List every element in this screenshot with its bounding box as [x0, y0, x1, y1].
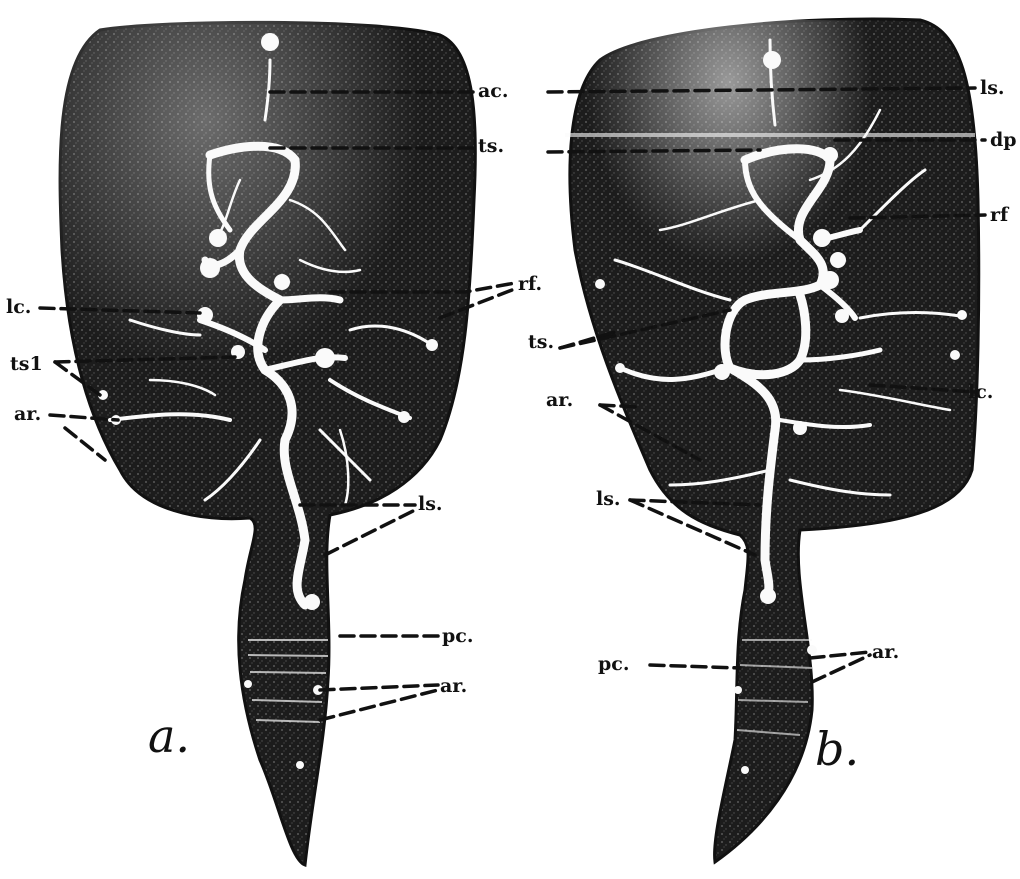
- panel-b: ls. dp rf ts. lc. ar. ls. ar. pc. b.: [528, 19, 1017, 862]
- label-ls-top: ls.: [980, 77, 1005, 99]
- label-rf-b: rf: [990, 204, 1010, 226]
- label-ls-low-b: ls.: [596, 488, 621, 510]
- label-rf: rf.: [518, 273, 542, 295]
- label-ts-b: ts.: [528, 331, 554, 353]
- label-pc: pc.: [442, 625, 473, 647]
- label-ar-tail: ar.: [440, 675, 467, 697]
- label-ar-left-b: ar.: [546, 389, 573, 411]
- panel-a: ac. ts. rf. lc. ts1 ar. ls. pc. ar. a.: [6, 20, 542, 865]
- label-lc-b: lc.: [968, 381, 993, 403]
- label-ac: ac.: [478, 80, 509, 102]
- label-ts-top: ts.: [478, 135, 504, 157]
- label-dp: dp: [990, 129, 1017, 151]
- label-lc: lc.: [6, 296, 31, 318]
- label-ar-tail-b: ar.: [872, 641, 899, 663]
- panel-label-b: b.: [815, 722, 859, 776]
- label-ls: ls.: [418, 493, 443, 515]
- label-ar-left: ar.: [14, 403, 41, 425]
- label-ts1: ts1: [10, 353, 43, 375]
- label-pc-b: pc.: [598, 653, 629, 675]
- panel-label-a: a.: [148, 709, 190, 763]
